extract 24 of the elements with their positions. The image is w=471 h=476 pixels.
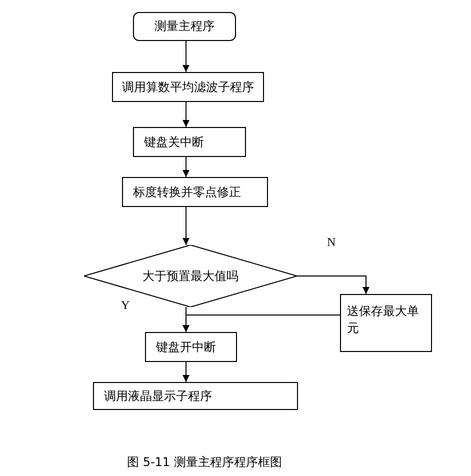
decision-diamond xyxy=(84,245,297,307)
arrow xyxy=(182,314,340,332)
arrow xyxy=(182,102,190,128)
caption: 图 5-11 测量主程序程序框图 xyxy=(127,454,282,471)
node-text: 测量主程序 xyxy=(154,18,214,35)
node-text: 大于预置最大值吗 xyxy=(142,268,238,284)
arrow xyxy=(182,206,190,246)
node-text: 标度转换并零点修正 xyxy=(133,184,241,200)
start-box xyxy=(133,12,236,41)
arrow xyxy=(182,40,190,72)
process-box xyxy=(145,332,237,362)
process-box xyxy=(133,127,246,157)
process-box xyxy=(112,72,264,102)
node-text: 键盘关中断 xyxy=(144,134,204,150)
arrow xyxy=(182,156,190,178)
node-text: 键盘开中断 xyxy=(156,338,216,356)
arrow xyxy=(296,276,370,294)
process-box xyxy=(340,294,432,352)
node-text: 调用算数平均滤波子程序 xyxy=(122,78,254,96)
process-box xyxy=(93,382,298,410)
arrow xyxy=(182,362,190,382)
node-text: 调用液晶显示子程序 xyxy=(104,388,212,404)
node-text: 送保存最大单元 xyxy=(347,303,420,337)
process-box xyxy=(122,177,268,207)
